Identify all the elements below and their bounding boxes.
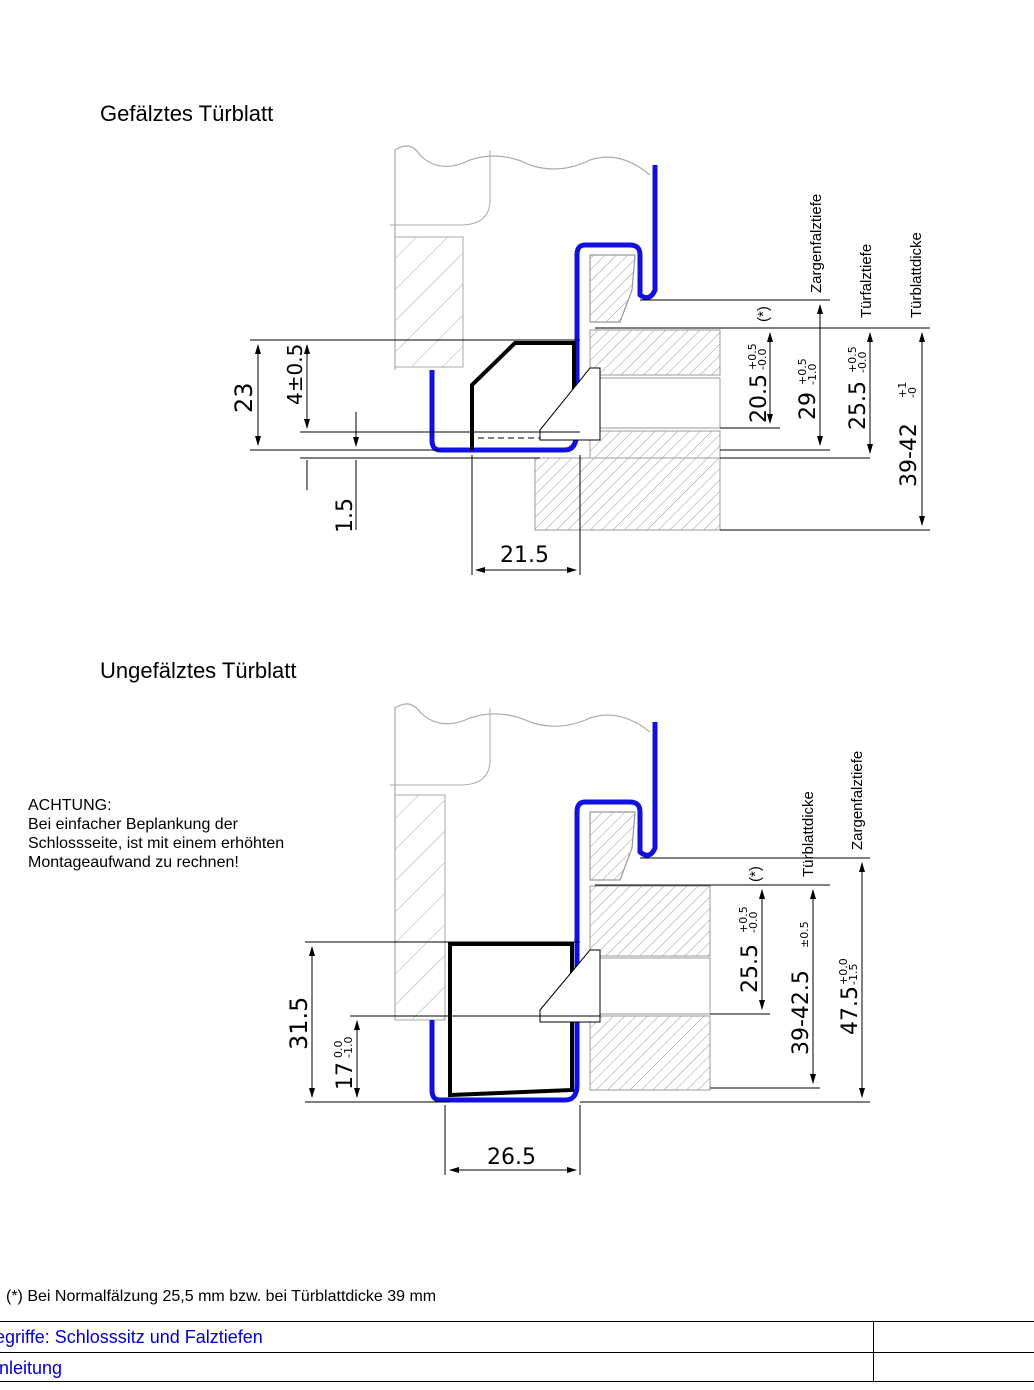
wall-outline (394, 145, 651, 370)
dim-47-5-tol-lower: -1.5 (847, 964, 860, 985)
table-divider (873, 1322, 874, 1353)
link-begriffe[interactable]: egriffe: Schlosssitz und Falztiefen (0, 1327, 263, 1347)
dim-39-42-tol-lower: -0 (906, 387, 919, 398)
dim-31-5: 31.5 (285, 997, 313, 1050)
dim-21-5: 21.5 (500, 543, 549, 568)
dim-4: 4±0.5 (283, 344, 307, 405)
dim-39-42-5-tol: ±0.5 (798, 921, 811, 948)
dim-25-5-tol-upper: +0.5 (846, 346, 859, 373)
dim-47-5-tol-upper: +0.0 (837, 958, 850, 985)
technical-drawing: 23 4±0.5 1.5 21.5 20.5 +0.5 -0.0 29 +0.5… (230, 145, 930, 1175)
dim-26-5: 26.5 (487, 1145, 536, 1170)
dim-17: 17 (333, 1062, 358, 1090)
warning-line: Schlossseite, ist mit einem erhöhten (28, 835, 285, 852)
dim-1-5: 1.5 (333, 498, 358, 533)
warning-heading: ACHTUNG: (28, 797, 112, 814)
lock-faceplate (539, 949, 601, 1023)
warning-line: Montageaufwand zu rechnen! (28, 854, 239, 871)
dim-25-5-tol-upper: +0.5 (737, 906, 750, 933)
table-row: inleitung (0, 1352, 1034, 1382)
label-tuerblattdicke: Türblattdicke (908, 232, 925, 318)
label-tuerfalztiefe: Türfalztiefe (858, 244, 875, 318)
door-leaf-lower (589, 430, 721, 459)
dim-29: 29 (796, 392, 821, 420)
dim-20-5: 20.5 (747, 374, 772, 423)
drawing-gefaelzt: 23 4±0.5 1.5 21.5 20.5 +0.5 -0.0 29 +0.5… (230, 145, 930, 575)
door-leaf-lower (589, 1015, 711, 1091)
dim-20-5-tol-upper: +0.5 (746, 343, 759, 370)
door-leaf-mid (589, 377, 721, 429)
seal-profile (589, 254, 636, 323)
wall-hatch (394, 236, 464, 368)
door-leaf-rebate (534, 457, 721, 531)
dim-17-tol-lower: -1.0 (342, 1037, 355, 1058)
door-leaf-mid (589, 957, 711, 1015)
warning-note: ACHTUNG: Bei einfacher Beplankung der Sc… (28, 796, 284, 872)
frame-profile (429, 722, 658, 1103)
dim-25-5: 25.5 (738, 944, 763, 993)
seal-profile (589, 811, 636, 881)
label-zargenfalztiefe: Zargenfalztiefe (808, 194, 825, 293)
door-leaf-upper (589, 885, 711, 957)
wall-hatch (394, 794, 446, 1021)
lock-body (470, 341, 576, 450)
dim-17-tol-upper: 0.0 (332, 1041, 345, 1059)
label-zargenfalztiefe: Zargenfalztiefe (849, 751, 866, 850)
section-title-ungefaelzt: Ungefälztes Türblatt (100, 658, 297, 683)
table-divider (873, 1353, 874, 1382)
label-asterisk: (*) (755, 306, 772, 322)
link-table: egriffe: Schlosssitz und Falztiefen inle… (0, 1321, 1034, 1382)
dim-47-5: 47.5 (838, 986, 863, 1035)
lock-body (448, 942, 574, 1098)
lock-faceplate (539, 367, 601, 441)
dim-25-5: 25.5 (846, 381, 871, 430)
warning-line: Bei einfacher Beplankung der (28, 816, 238, 833)
label-asterisk: (*) (747, 866, 764, 882)
section-title-gefaelzt: Gefälztes Türblatt (100, 101, 274, 126)
door-leaf-upper (589, 329, 721, 376)
wall-inner-line (390, 708, 491, 786)
dim-20-5-tol-lower: -0.0 (756, 349, 769, 370)
label-tuerblattdicke: Türblattdicke (800, 791, 817, 877)
link-einleitung[interactable]: inleitung (0, 1358, 63, 1378)
dim-29-tol-upper: +0.5 (796, 358, 809, 385)
dim-29-tol-lower: -1.0 (806, 364, 819, 385)
wall-inner-line (390, 150, 491, 226)
dim-25-5-tol-lower: -0.0 (747, 912, 760, 933)
footnote: (*) Bei Normalfälzung 25,5 mm bzw. bei T… (6, 1288, 437, 1305)
drawing-ungefaelzt: 31.5 17 0.0 -1.0 26.5 25.5 +0.5 -0.0 39-… (285, 703, 870, 1175)
dim-39-42: 39-42 (897, 423, 922, 487)
table-row: egriffe: Schlosssitz und Falztiefen (0, 1321, 1034, 1353)
dim-39-42-tol-upper: +1 (896, 382, 909, 398)
wall-outline (394, 703, 651, 1020)
dim-39-42-5: 39-42.5 (789, 970, 814, 1055)
dim-25-5-tol-lower: -0.0 (856, 352, 869, 373)
dim-23: 23 (230, 382, 258, 413)
